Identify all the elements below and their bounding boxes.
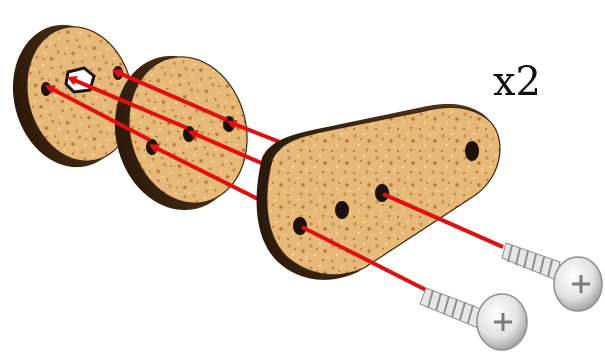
medium-disc-left-hole — [146, 139, 158, 155]
screw-lower — [420, 288, 527, 350]
screw-lower-shaft — [420, 288, 484, 328]
small-disc-left-hole — [41, 82, 51, 96]
teardrop-plate — [257, 104, 500, 280]
plate-hole-1 — [293, 217, 307, 235]
plate-hole-2 — [335, 201, 349, 219]
quantity-label: x2 — [493, 62, 541, 102]
plate-hole-4 — [465, 141, 479, 161]
plate-hole-3 — [375, 184, 389, 202]
